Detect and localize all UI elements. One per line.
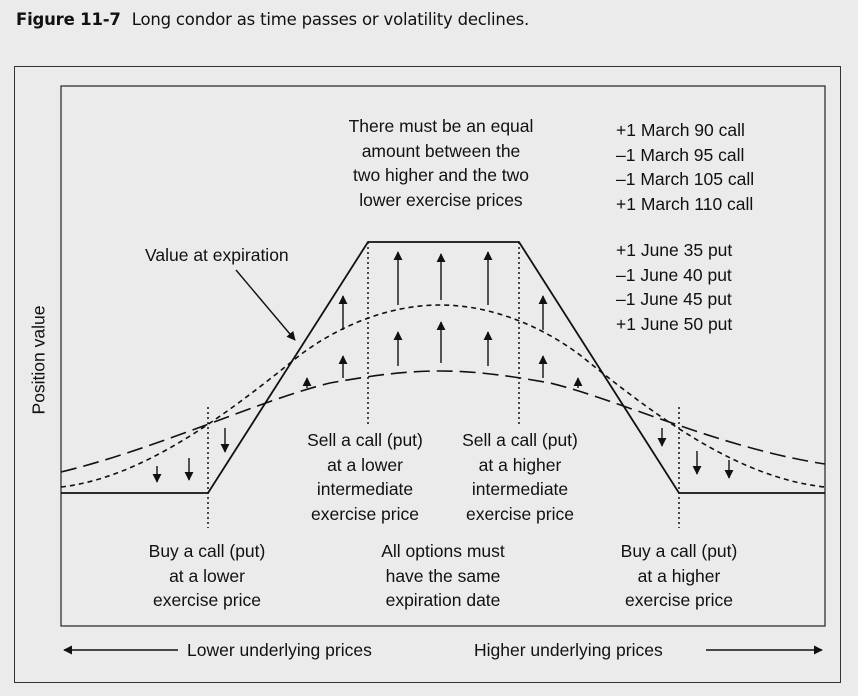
diagram-frame bbox=[14, 66, 841, 683]
same-expiration-note: All options must have the same expiratio… bbox=[381, 539, 505, 613]
note-line: There must be an equal bbox=[348, 116, 534, 136]
put-positions-list: +1 June 35 put –1 June 40 put –1 June 45… bbox=[616, 238, 732, 336]
label-line: expiration date bbox=[385, 590, 501, 610]
label-line: Sell a call (put) bbox=[307, 430, 423, 450]
higher-prices-label: Higher underlying prices bbox=[474, 640, 663, 660]
figure-caption: Long condor as time passes or volatility… bbox=[131, 10, 530, 29]
label-line: exercise price bbox=[311, 503, 419, 524]
note-line: amount between the bbox=[361, 140, 521, 161]
label-line: Buy a call (put) bbox=[148, 541, 266, 561]
buy-lower-label: Buy a call (put) at a lower exercise pri… bbox=[149, 539, 266, 613]
y-axis-label: Position value bbox=[28, 305, 49, 415]
call-position: +1 March 110 call bbox=[616, 193, 754, 214]
label-line: at a lower bbox=[169, 565, 245, 586]
buy-higher-label: Buy a call (put) at a higher exercise pr… bbox=[621, 539, 738, 613]
label-line: exercise price bbox=[466, 503, 574, 524]
label-line: intermediate bbox=[471, 479, 569, 499]
short-dash-value-curve bbox=[60, 304, 826, 488]
expiration-value-line bbox=[61, 241, 825, 494]
note-line: lower exercise prices bbox=[359, 189, 523, 210]
call-position: –1 March 95 call bbox=[616, 144, 745, 165]
figure-number: Figure 11-7 bbox=[16, 10, 121, 29]
up-arrows bbox=[302, 251, 583, 388]
note-line: two higher and the two bbox=[352, 165, 530, 185]
label-line: intermediate bbox=[316, 479, 414, 499]
equal-amount-note: There must be an equal amount between th… bbox=[349, 114, 534, 212]
call-position: –1 March 105 call bbox=[616, 169, 755, 189]
plot-box bbox=[60, 85, 826, 627]
sell-higher-label: Sell a call (put) at a higher intermedia… bbox=[462, 428, 578, 526]
put-position: –1 June 40 put bbox=[616, 264, 732, 285]
label-line: have the same bbox=[385, 565, 501, 586]
lower-prices-label: Lower underlying prices bbox=[187, 640, 372, 660]
call-positions-list: +1 March 90 call –1 March 95 call –1 Mar… bbox=[616, 118, 754, 216]
label-line: at a lower bbox=[327, 454, 403, 475]
label-line: All options must bbox=[381, 541, 505, 561]
put-position: +1 June 35 put bbox=[616, 240, 733, 260]
expiration-pointer-arrow bbox=[235, 269, 296, 341]
label-line: at a higher bbox=[478, 454, 562, 475]
label-line: exercise price bbox=[625, 590, 733, 610]
put-position: –1 June 45 put bbox=[616, 289, 732, 309]
figure-title: Figure 11-7 Long condor as time passes o… bbox=[16, 10, 529, 29]
long-dash-value-curve bbox=[60, 370, 826, 473]
label-line: Sell a call (put) bbox=[462, 430, 578, 450]
label-line: Buy a call (put) bbox=[620, 541, 738, 561]
label-line: at a higher bbox=[637, 565, 721, 586]
put-position: +1 June 50 put bbox=[616, 313, 733, 334]
sell-lower-label: Sell a call (put) at a lower intermediat… bbox=[307, 428, 423, 526]
label-line: exercise price bbox=[153, 590, 261, 610]
value-at-expiration-label: Value at expiration bbox=[145, 245, 289, 265]
call-position: +1 March 90 call bbox=[616, 120, 745, 140]
down-arrows bbox=[152, 428, 734, 483]
